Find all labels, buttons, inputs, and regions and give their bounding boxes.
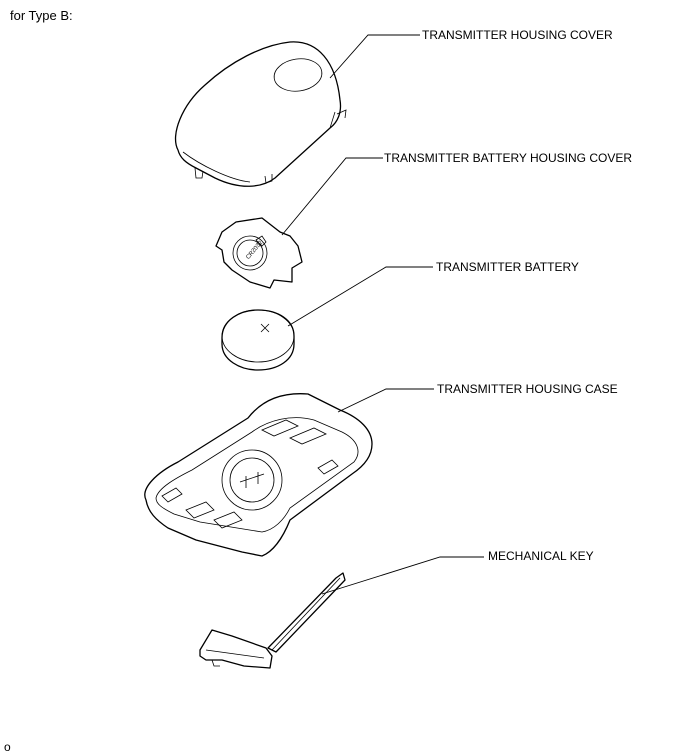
label-transmitter-battery-housing-cover: TRANSMITTER BATTERY HOUSING COVER: [384, 151, 632, 165]
transmitter-battery-drawing: [221, 309, 295, 371]
leader-battery-housing-cover: [281, 157, 383, 236]
transmitter-housing-case-drawing: [144, 393, 373, 557]
leader-mechanical-key: [321, 556, 484, 595]
leader-battery: [287, 266, 433, 327]
leader-housing-case: [337, 388, 434, 413]
transmitter-battery-housing-cover-drawing: CR2032: [215, 217, 303, 289]
page-title: for Type B:: [10, 8, 73, 23]
label-transmitter-housing-cover: TRANSMITTER HOUSING COVER: [422, 28, 613, 42]
transmitter-housing-cover-drawing: [174, 41, 347, 187]
leader-housing-cover: [329, 34, 420, 79]
mechanical-key-drawing: [199, 572, 346, 669]
label-transmitter-battery: TRANSMITTER BATTERY: [436, 260, 579, 274]
label-mechanical-key: MECHANICAL KEY: [488, 549, 594, 563]
label-transmitter-housing-case: TRANSMITTER HOUSING CASE: [437, 382, 618, 396]
figure-corner-mark: o: [4, 740, 11, 754]
